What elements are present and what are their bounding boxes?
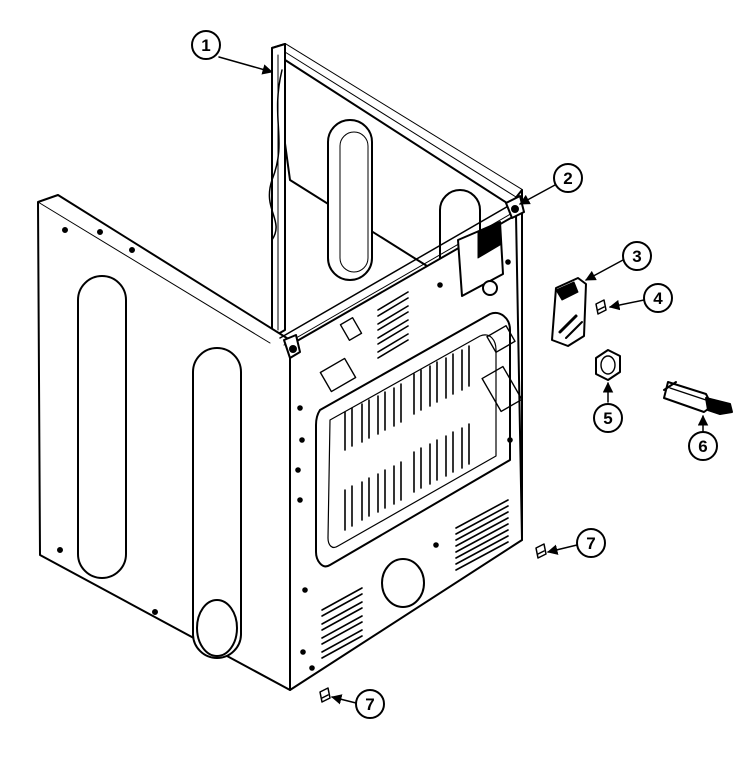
power-cord-part-6	[663, 381, 733, 415]
louvre-upper	[377, 291, 409, 359]
callout-1-label: 1	[201, 36, 210, 55]
cabinet-left-side	[37, 194, 291, 691]
louvre-left-lower	[321, 587, 363, 659]
callout-7-upper: 7	[576, 528, 606, 558]
exhaust-opening	[381, 558, 425, 608]
callout-5-label: 5	[603, 409, 612, 428]
callout-1: 1	[191, 30, 221, 60]
callout-2: 2	[553, 163, 583, 193]
screw-part-4	[595, 299, 607, 315]
terminal-block-cover	[551, 277, 587, 347]
callout-7-lower-label: 7	[365, 695, 374, 714]
louvre-right-lower	[455, 499, 509, 571]
callout-7-upper-label: 7	[586, 534, 595, 553]
callout-6-label: 6	[698, 437, 707, 456]
callout-4-label: 4	[653, 289, 663, 308]
screw-part-7-lower	[319, 687, 331, 703]
side-panel-slot	[192, 347, 242, 659]
vent-grille-center-lower	[344, 423, 470, 531]
callout-leaders	[218, 56, 709, 705]
callout-2-label: 2	[563, 169, 572, 188]
side-panel-slot	[77, 275, 127, 579]
callout-7-lower: 7	[355, 689, 385, 719]
embossed-panel	[315, 312, 511, 568]
strain-relief-part-5	[595, 349, 621, 381]
dryer-cabinet	[37, 43, 525, 691]
callout-4: 4	[643, 283, 673, 313]
screw-part-7-upper	[535, 543, 547, 559]
back-panel-slot	[327, 119, 373, 281]
callout-6: 6	[688, 431, 718, 461]
callout-5: 5	[593, 403, 623, 433]
vent-grille-center	[344, 345, 470, 451]
callout-3-label: 3	[632, 247, 641, 266]
cabinet-rear-panel	[289, 214, 523, 691]
callout-3: 3	[622, 241, 652, 271]
wire-harness	[268, 69, 283, 241]
